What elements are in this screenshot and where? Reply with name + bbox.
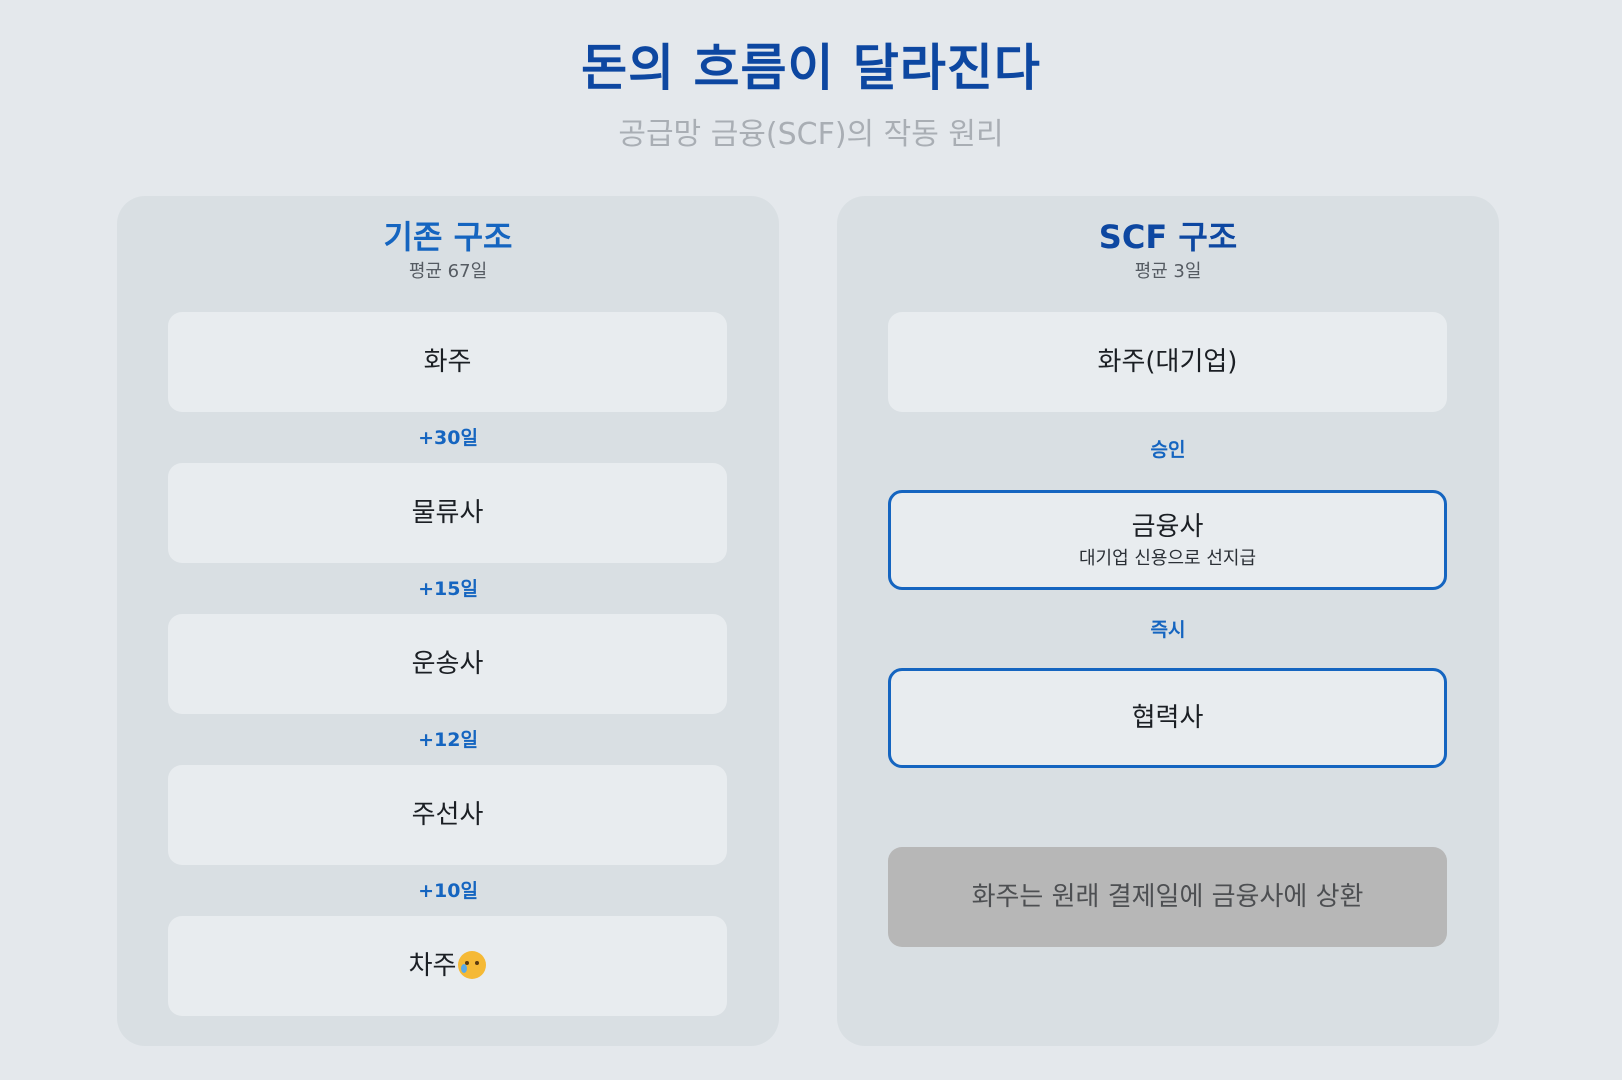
scf-node-partner: 협력사 <box>888 668 1447 768</box>
legacy-panel-average: 평균 67일 <box>408 261 488 282</box>
scf-panel-average: 평균 3일 <box>1134 261 1202 282</box>
legacy-step-days: +12일 <box>418 729 478 751</box>
node-label: 주선사 <box>411 800 484 830</box>
legacy-step-days: +15일 <box>418 578 478 600</box>
legacy-panel-title: 기존 구조 <box>383 218 513 256</box>
node-description: 대기업 신용으로 선지급 <box>1078 548 1257 569</box>
legacy-node-logistics: 물류사 <box>168 463 727 563</box>
legacy-node-forwarder: 주선사 <box>168 765 727 865</box>
legacy-node-truck-owner: 차주 <box>168 916 727 1016</box>
legacy-node-carrier: 운송사 <box>168 614 727 714</box>
node-label: 물류사 <box>411 498 484 528</box>
node-label: 화주 <box>423 347 472 377</box>
node-label: 금융사 <box>1131 512 1204 542</box>
legacy-node-shipper: 화주 <box>168 312 727 412</box>
node-label-text: 차주 <box>408 951 457 981</box>
scf-structure-panel: SCF 구조 평균 3일 화주(대기업) 승인 금융사 대기업 신용으로 선지급… <box>837 196 1499 1046</box>
legacy-step-days: +10일 <box>418 880 478 902</box>
scf-panel-title: SCF 구조 <box>1098 218 1238 256</box>
node-label: 화주(대기업) <box>1097 347 1238 377</box>
page-title: 돈의 흐름이 달라진다 <box>581 39 1041 97</box>
node-label: 협력사 <box>1131 703 1204 733</box>
node-label: 차주 <box>409 949 487 983</box>
node-label: 운송사 <box>411 649 484 679</box>
scf-node-financier: 금융사 대기업 신용으로 선지급 <box>888 490 1447 590</box>
scf-step-approval: 승인 <box>1150 439 1186 461</box>
scf-repayment-note: 화주는 원래 결제일에 금융사에 상환 <box>888 847 1447 947</box>
legacy-structure-panel: 기존 구조 평균 67일 화주 +30일 물류사 +15일 운송사 +12일 주… <box>117 196 779 1046</box>
page-subtitle: 공급망 금융(SCF)의 작동 원리 <box>618 117 1004 152</box>
node-label: 화주는 원래 결제일에 금융사에 상환 <box>971 882 1364 912</box>
crying-face-icon <box>458 951 487 979</box>
legacy-step-days: +30일 <box>418 427 478 449</box>
scf-node-shipper: 화주(대기업) <box>888 312 1447 412</box>
scf-step-immediate: 즉시 <box>1150 619 1186 641</box>
